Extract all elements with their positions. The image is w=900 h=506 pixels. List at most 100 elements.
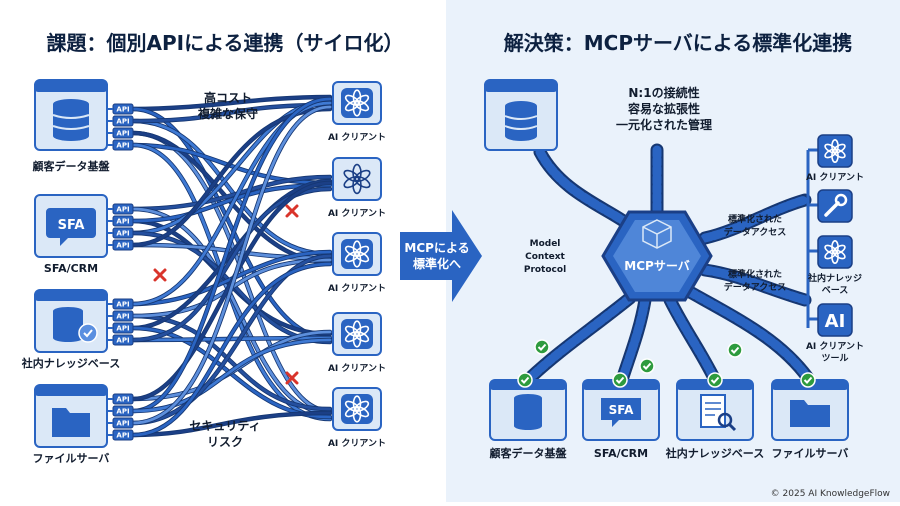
api-badge: API: [107, 417, 134, 429]
api-badge-label: API: [116, 130, 129, 138]
client-box: [332, 157, 382, 201]
left-ai-client: AI クリアント: [328, 312, 386, 374]
openai-icon: [344, 320, 370, 348]
database-icon: [504, 101, 538, 141]
api-badge-label: API: [116, 218, 129, 226]
client-label: AI クリアント: [328, 363, 386, 374]
check-icon: [612, 372, 628, 388]
document-search-icon: [700, 394, 737, 432]
client-label: AI クリアント: [328, 132, 386, 143]
client-tile: [341, 394, 373, 424]
right-ai-client: 社内ナレッジベース: [807, 235, 862, 296]
client-tile: [341, 319, 373, 349]
error-x-icon: [285, 204, 299, 218]
cable-core: [131, 103, 332, 123]
hub-connections: [523, 143, 815, 387]
source-label: 社内ナレッジベース: [665, 446, 764, 460]
cable-core: [131, 95, 332, 111]
arrow-text-line2: 標準化へ: [413, 256, 461, 271]
window-bar: [35, 385, 107, 396]
source-label: SFA/CRM: [44, 262, 98, 275]
client-label: 社内ナレッジ: [807, 272, 862, 284]
cable-core: [131, 97, 332, 413]
api-badge-label: API: [116, 396, 129, 404]
client-box: [817, 235, 853, 269]
window-bar: [35, 80, 107, 92]
cable-core: [131, 105, 332, 425]
api-badge: API: [107, 203, 134, 215]
protocol-line2: Context: [525, 252, 565, 262]
client-label: AI クリアント: [328, 283, 386, 294]
client-box: [817, 303, 853, 337]
client-label: AI クリアント: [806, 341, 864, 352]
wrench-icon: [824, 193, 848, 217]
left-ai-client: AI クリアント: [328, 157, 386, 219]
cable-core: [131, 254, 332, 425]
cable-core: [131, 262, 332, 437]
benefit-3: 一元化された管理: [616, 117, 712, 132]
api-badge-label: API: [116, 313, 129, 321]
database-icon: [52, 99, 90, 141]
error-x-icon: [285, 371, 299, 385]
access-bottom-line1: 標準化された: [728, 268, 782, 280]
database-icon: [514, 394, 542, 430]
api-badge: API: [107, 227, 134, 239]
mcp-server-hub: MCPサーバ: [601, 210, 713, 302]
api-badge: API: [107, 334, 134, 346]
api-badge-label: API: [116, 242, 129, 250]
source-label: 顧客データ基盤: [33, 159, 111, 173]
api-badges: APIAPIAPIAPIAPIAPIAPIAPIAPIAPIAPIAPIAPIA…: [107, 103, 134, 441]
hub-cable-core: [617, 295, 650, 385]
cable-core: [131, 179, 332, 330]
left-ai-clients: AI クリアント AI クリアント AI クリアント AI クリアント AI クリアント: [328, 81, 386, 449]
source-label: ファイルサーバ: [772, 447, 849, 460]
client-label: AI クリアント: [806, 172, 864, 183]
knowledge-db-icon: [53, 307, 98, 343]
sfa-icon: SFA: [46, 208, 96, 246]
arrow-text-line1: MCPによる: [404, 241, 469, 255]
benefit-2: 容易な拡張性: [627, 101, 700, 116]
access-bottom-line2: データアクセス: [724, 281, 787, 293]
left-source-sfa: SFA SFA/CRM: [34, 194, 108, 275]
ai-icon: AI: [825, 311, 846, 332]
hub-cable-core: [685, 287, 813, 383]
openai-icon: [824, 139, 846, 163]
check-icon: [707, 372, 723, 388]
client-label: ツール: [821, 353, 848, 364]
check-icon: [517, 372, 533, 388]
sfa-badge: SFA: [609, 403, 634, 417]
api-badge-label: API: [116, 408, 129, 416]
right-source: SFA SFA/CRM: [582, 379, 660, 460]
api-badge: API: [107, 310, 134, 322]
api-badge: API: [107, 405, 134, 417]
api-badge: API: [107, 322, 134, 334]
benefit-1: N:1の接続性: [628, 85, 699, 100]
source-label: SFA/CRM: [594, 447, 648, 460]
right-source: 顧客データ基盤: [489, 379, 567, 460]
cable-core: [131, 181, 332, 401]
api-badge: API: [107, 215, 134, 227]
left-title: 課題：個別APIによる連携（サイロ化）: [47, 31, 404, 55]
window-bar: [35, 290, 107, 301]
hub-cable-core: [535, 147, 630, 227]
client-label: ベース: [822, 285, 849, 296]
cable-core: [131, 143, 332, 185]
left-ai-client: AI クリアント: [328, 387, 386, 449]
protocol-line1: Model: [530, 239, 561, 249]
note-cost-line2: 複雑な保守: [197, 106, 258, 121]
check-icon: [727, 342, 743, 358]
openai-icon: [344, 89, 370, 117]
api-badge-label: API: [116, 230, 129, 238]
error-x-icon: [153, 268, 167, 282]
window-bar: [485, 80, 557, 92]
api-badge: API: [107, 127, 134, 139]
folder-icon: [52, 408, 90, 437]
left-source-customer: 顧客データ基盤: [33, 79, 111, 173]
openai-icon: [344, 395, 370, 423]
api-badge: API: [107, 139, 134, 151]
transition-arrow: MCPによる 標準化へ: [400, 210, 482, 302]
hub-cable-core: [700, 195, 810, 243]
right-ai-client: AI クリアント: [806, 134, 864, 183]
